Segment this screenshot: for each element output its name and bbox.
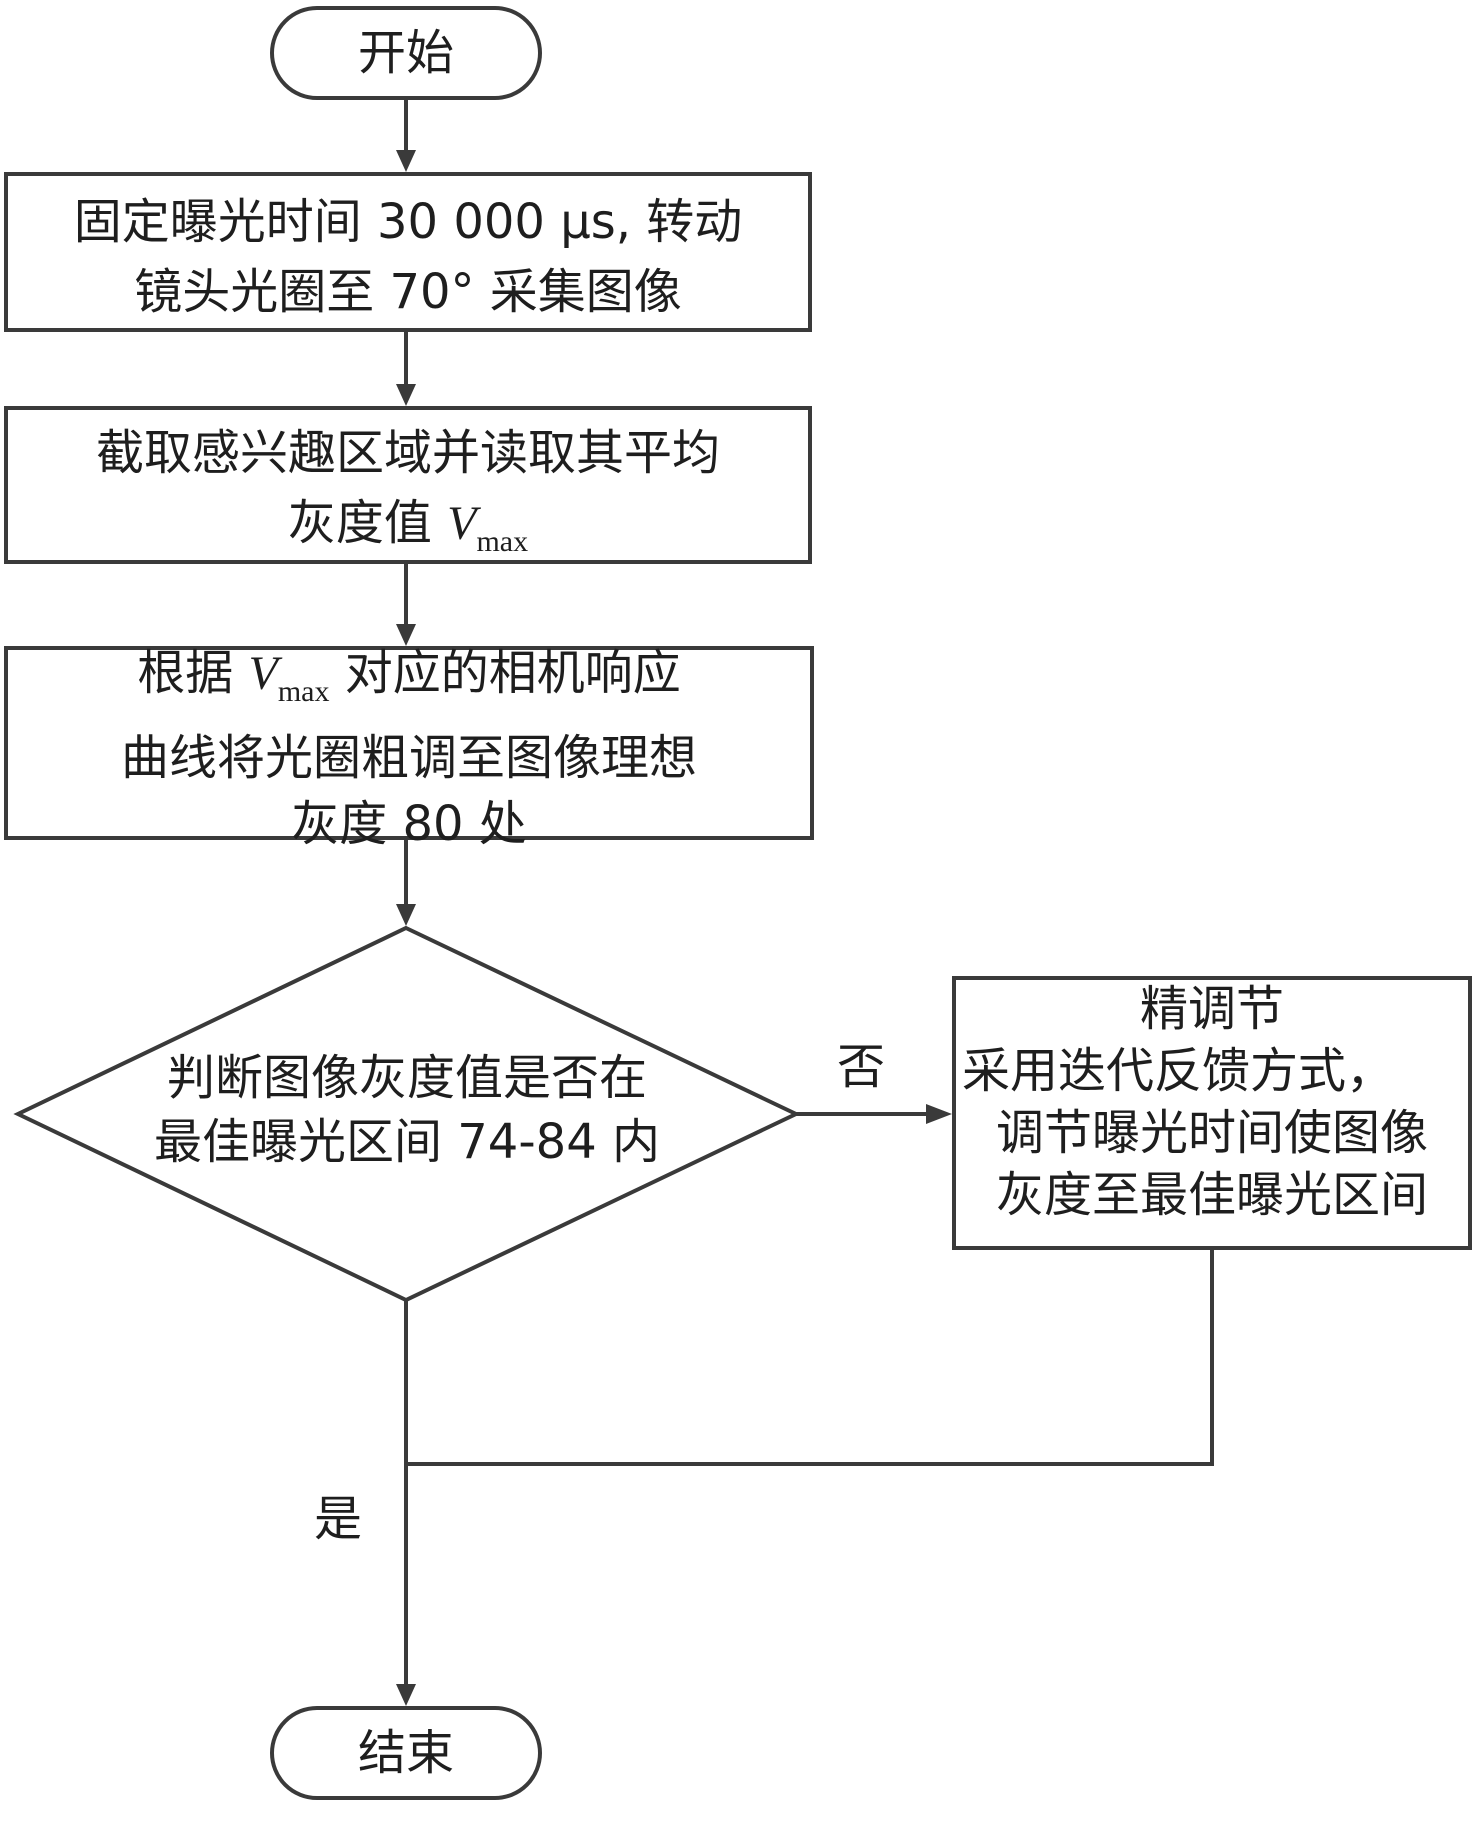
decision-line-2: 最佳曝光区间 74-84 内 bbox=[154, 1114, 660, 1170]
step3-line-3: 灰度 80 处 bbox=[291, 796, 527, 852]
end-terminal bbox=[270, 1706, 542, 1800]
step2-subscript: max bbox=[476, 525, 529, 558]
end-label: 结束 bbox=[357, 1725, 454, 1781]
arrowhead-step2 bbox=[396, 384, 416, 406]
step3-line-1-suffix: 对应的相机响应 bbox=[329, 645, 681, 701]
arrowhead-decision bbox=[396, 904, 416, 926]
step2-line-2-prefix: 灰度值 bbox=[287, 495, 448, 551]
arrowhead-end bbox=[396, 1684, 416, 1706]
decision-line-1: 判断图像灰度值是否在 bbox=[166, 1050, 647, 1106]
step3-box bbox=[4, 646, 814, 840]
arrowhead-fine-tune bbox=[926, 1104, 952, 1124]
step3-text: 根据 Vmax 对应的相机响应 曲线将光圈粗调至图像理想 灰度 80 处 bbox=[6, 640, 812, 857]
step2-line-2: 灰度值 Vmax bbox=[6, 488, 810, 577]
fine-tune-line-2: 调节曝光时间使图像 bbox=[995, 1105, 1428, 1161]
step3-variable: V bbox=[248, 647, 278, 700]
fine-tune-line-3: 灰度至最佳曝光区间 bbox=[995, 1167, 1428, 1223]
step3-subscript: max bbox=[277, 675, 330, 708]
decision-text: 判断图像灰度值是否在 最佳曝光区间 74-84 内 bbox=[18, 1046, 796, 1174]
step1-text: 固定曝光时间 30 000 μs, 转动 镜头光圈至 70° 采集图像 bbox=[6, 187, 810, 327]
step3-line-2: 曲线将光圈粗调至图像理想 bbox=[120, 730, 697, 786]
arrowhead-step1 bbox=[396, 150, 416, 172]
step2-variable: V bbox=[447, 497, 477, 550]
fine-tune-box bbox=[952, 976, 1472, 1250]
step2-line-1: 截取感兴趣区域并读取其平均 bbox=[95, 425, 720, 481]
fine-tune-line-1: 采用迭代反馈方式， bbox=[962, 1043, 1395, 1099]
step2-box bbox=[4, 406, 812, 564]
step2-text: 截取感兴趣区域并读取其平均 灰度值 Vmax bbox=[6, 418, 810, 577]
connector-fine-tune-return bbox=[406, 1248, 1214, 1466]
step1-line-2: 镜头光圈至 70° 采集图像 bbox=[134, 264, 682, 320]
no-branch-label: 否 bbox=[836, 1039, 885, 1095]
yes-branch-label: 是 bbox=[313, 1491, 362, 1547]
arrowhead-step3 bbox=[396, 624, 416, 646]
step1-box bbox=[4, 172, 812, 332]
step3-line-1-prefix: 根据 bbox=[137, 645, 249, 701]
fine-tune-text: 精调节 采用迭代反馈方式， 调节曝光时间使图像 灰度至最佳曝光区间 bbox=[954, 978, 1470, 1226]
step3-line-1: 根据 Vmax 对应的相机响应 bbox=[6, 640, 812, 725]
step1-line-1: 固定曝光时间 30 000 μs, 转动 bbox=[73, 194, 743, 250]
fine-tune-title: 精调节 bbox=[1139, 981, 1284, 1037]
start-label: 开始 bbox=[357, 25, 454, 81]
